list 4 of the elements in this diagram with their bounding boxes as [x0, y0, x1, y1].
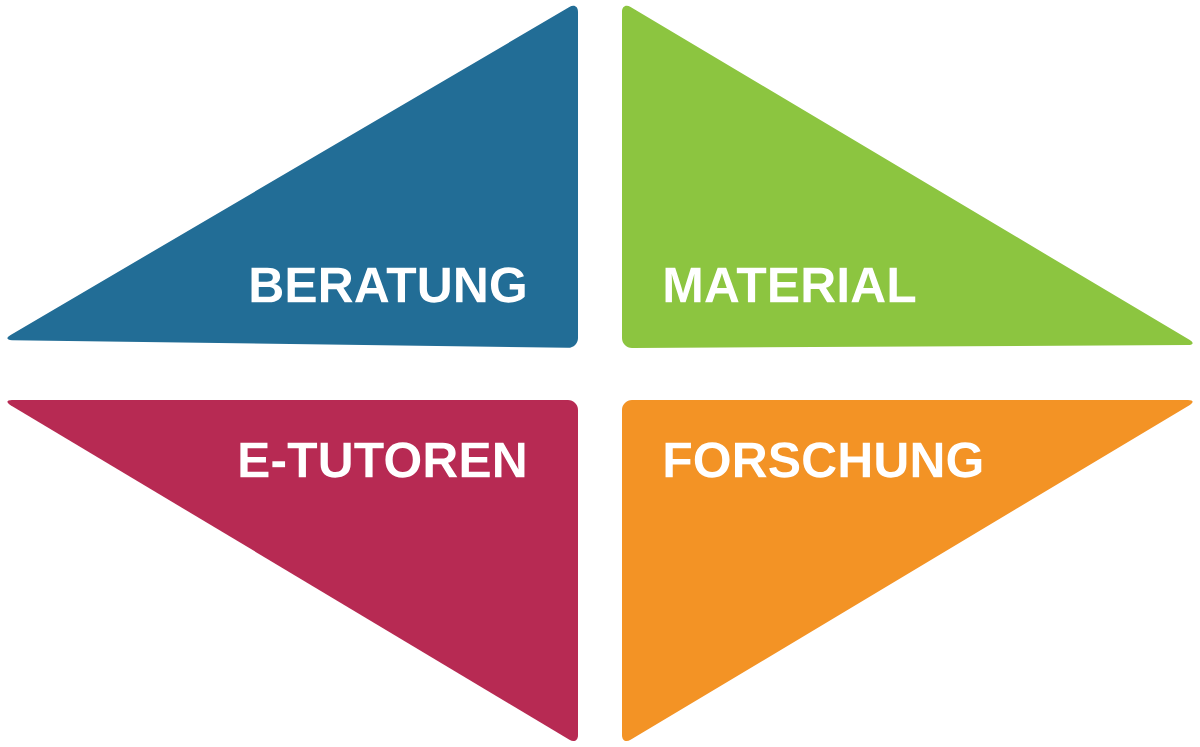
- triangle-segment: BERATUNG: [7, 5, 578, 348]
- triangle-segment: MATERIAL: [622, 5, 1193, 348]
- triangle-segment: FORSCHUNG: [622, 400, 1193, 742]
- triangle-segment: E-TUTOREN: [7, 400, 578, 742]
